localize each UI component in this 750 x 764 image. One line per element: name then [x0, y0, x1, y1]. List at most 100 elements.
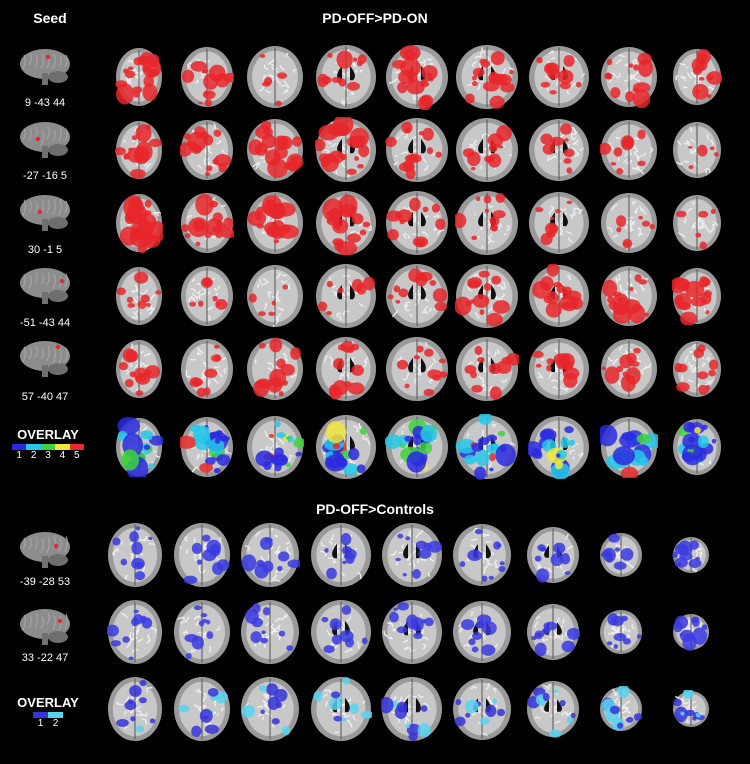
slice-r4-c2 [180, 265, 234, 332]
slice2-r3-c8 [599, 684, 643, 737]
overlay-slice-c3 [246, 415, 306, 484]
brain-slice [316, 45, 376, 109]
brain-slice [181, 266, 233, 326]
legend-tick-1: 1 [37, 718, 44, 729]
brain-slice [116, 340, 162, 398]
brain-slice [108, 523, 162, 587]
overlay-slice-c5 [384, 414, 449, 485]
slice-r4-c5 [385, 263, 449, 334]
brain-slice [673, 122, 721, 178]
brain-slice [527, 527, 579, 583]
slice2-r3-c6 [452, 677, 512, 746]
brain-slice [600, 610, 642, 654]
slice2-r1-c3 [240, 522, 302, 593]
overlay-slice-c7 [525, 415, 590, 484]
brain-slice [316, 415, 376, 479]
brain-slice [241, 677, 299, 741]
brain-slice [529, 338, 589, 400]
slice-r3-c9 [672, 194, 722, 257]
section2-title: PD-OFF>Controls [316, 501, 434, 517]
brain-slice [180, 193, 237, 253]
seed-brain-2 [18, 120, 74, 160]
slice-r3-c4 [315, 190, 377, 261]
slice2-r3-c2 [173, 676, 231, 747]
slice2-r3-c4 [310, 676, 374, 747]
brain-slice [311, 677, 374, 741]
brain-slice [453, 678, 511, 740]
seed-render [20, 341, 70, 377]
slice-r4-c3 [246, 264, 304, 333]
brain-slice [386, 191, 448, 255]
slice-r3-c7 [528, 191, 590, 260]
legend-swatch-3 [40, 444, 56, 450]
slice-r5-c2 [180, 338, 234, 405]
brain-slice [527, 604, 581, 660]
legend-swatch-1 [33, 712, 48, 718]
brain-slice [529, 262, 589, 327]
brain-slice [453, 601, 511, 663]
brain-slice [598, 120, 657, 180]
slice-r5-c6 [455, 336, 521, 407]
slice2-r1-c9 [672, 536, 710, 579]
brain-slice [673, 195, 721, 251]
slice-r5-c8 [600, 338, 658, 405]
seed-brain-5 [18, 339, 74, 379]
slice-r1-c5 [385, 44, 449, 115]
brain-slice [177, 120, 233, 180]
slice-r1-c6 [455, 44, 519, 115]
slice2-r2-c6 [452, 600, 512, 669]
brain-slice [116, 267, 162, 325]
slice-r4-c1 [115, 266, 163, 331]
seed-brain-1 [18, 47, 74, 87]
slice2-r2-c4 [310, 599, 372, 670]
slice-r5-c5 [385, 336, 449, 407]
overlay-label: OVERLAY [17, 427, 79, 442]
brain-slice [105, 600, 162, 664]
brain-slice [673, 419, 721, 475]
seed-coord-5: 57 -40 47 [21, 391, 69, 403]
brain-slice [601, 47, 657, 109]
brain-slice [672, 537, 709, 573]
legend-tick-3: 3 [45, 450, 51, 461]
slice-r2-c1 [114, 120, 163, 185]
brain-slice [175, 417, 233, 477]
brain-slice [601, 266, 657, 326]
seed-render [20, 532, 70, 568]
slice-r5-c1 [115, 339, 163, 404]
brain-slice [529, 192, 589, 254]
slice-r4-c7 [528, 262, 590, 333]
slice2-r1-c5 [381, 522, 443, 593]
brain-slice [247, 416, 306, 478]
slice-r1-c3 [246, 45, 304, 114]
seed-brain-3 [18, 193, 74, 233]
slice2-r1-c1 [107, 522, 163, 593]
slice2-r3-c9 [672, 687, 710, 733]
brain-slice [316, 191, 376, 256]
brain-slice [529, 46, 589, 108]
slice2-r2-c7 [526, 603, 581, 666]
slice-r5-c3 [246, 337, 304, 406]
slice2-r2-c3 [240, 599, 300, 670]
brain-slice [247, 265, 303, 327]
slice-r1-c2 [180, 46, 237, 113]
overlay-slice-c1 [115, 416, 165, 482]
slice-r5-c9 [672, 340, 722, 403]
brain-slice [311, 600, 371, 664]
legend-swatch-4 [55, 444, 70, 450]
brain-slice [247, 192, 303, 254]
slice-r3-c1 [115, 193, 166, 258]
slice-r1-c7 [528, 45, 590, 114]
overlay-colorbar-2 [33, 712, 63, 718]
brain-slice [453, 524, 511, 586]
seed-render [20, 609, 70, 645]
brain-slice [597, 417, 663, 481]
slice-r3-c2 [180, 192, 237, 259]
slice-r2-c8 [598, 119, 658, 186]
slice2-r1-c2 [173, 522, 231, 593]
section1-title: PD-OFF>PD-ON [322, 10, 428, 26]
slice-r3-c3 [246, 191, 304, 260]
brain-slice [313, 113, 376, 182]
brain-slice [116, 416, 165, 482]
